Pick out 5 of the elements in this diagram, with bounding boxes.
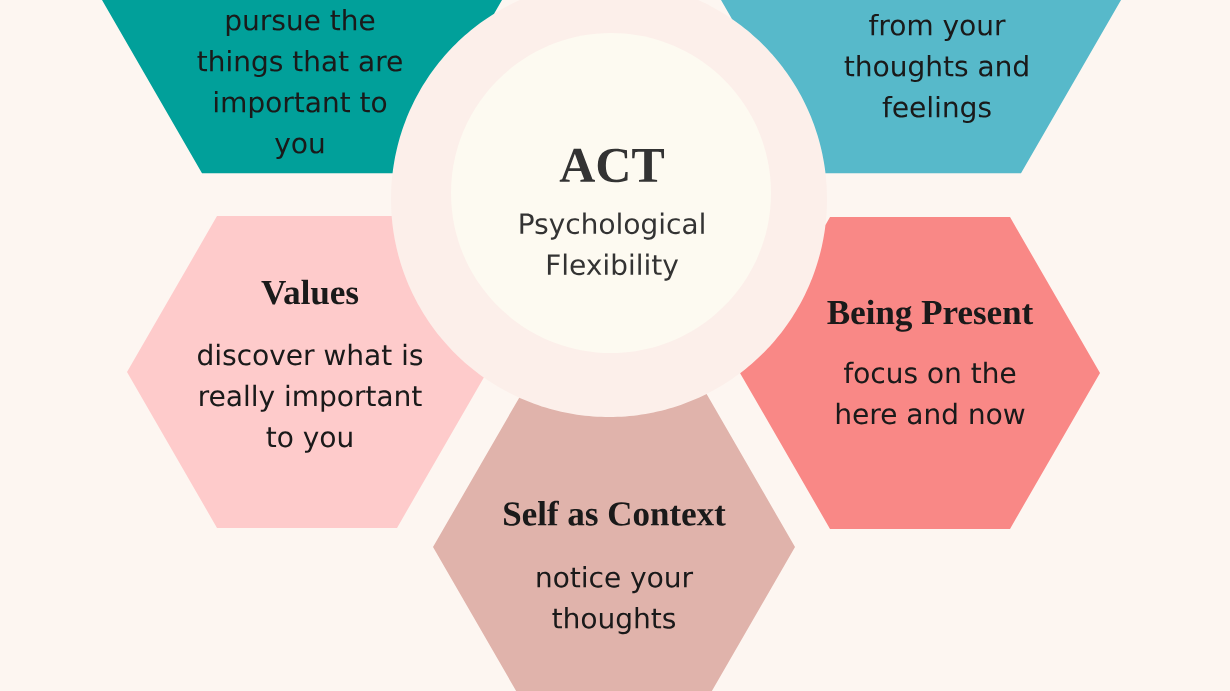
hexagon: Being Present focus on the here and now xyxy=(740,217,1100,529)
hexagon: pursue the things that are important to you xyxy=(102,0,502,174)
hexagon: from your thoughts and feelings xyxy=(721,0,1121,174)
hexagon: Values discover what is really important to you xyxy=(127,216,484,528)
hexagon: Self as Context notice your thoughts xyxy=(433,393,795,691)
